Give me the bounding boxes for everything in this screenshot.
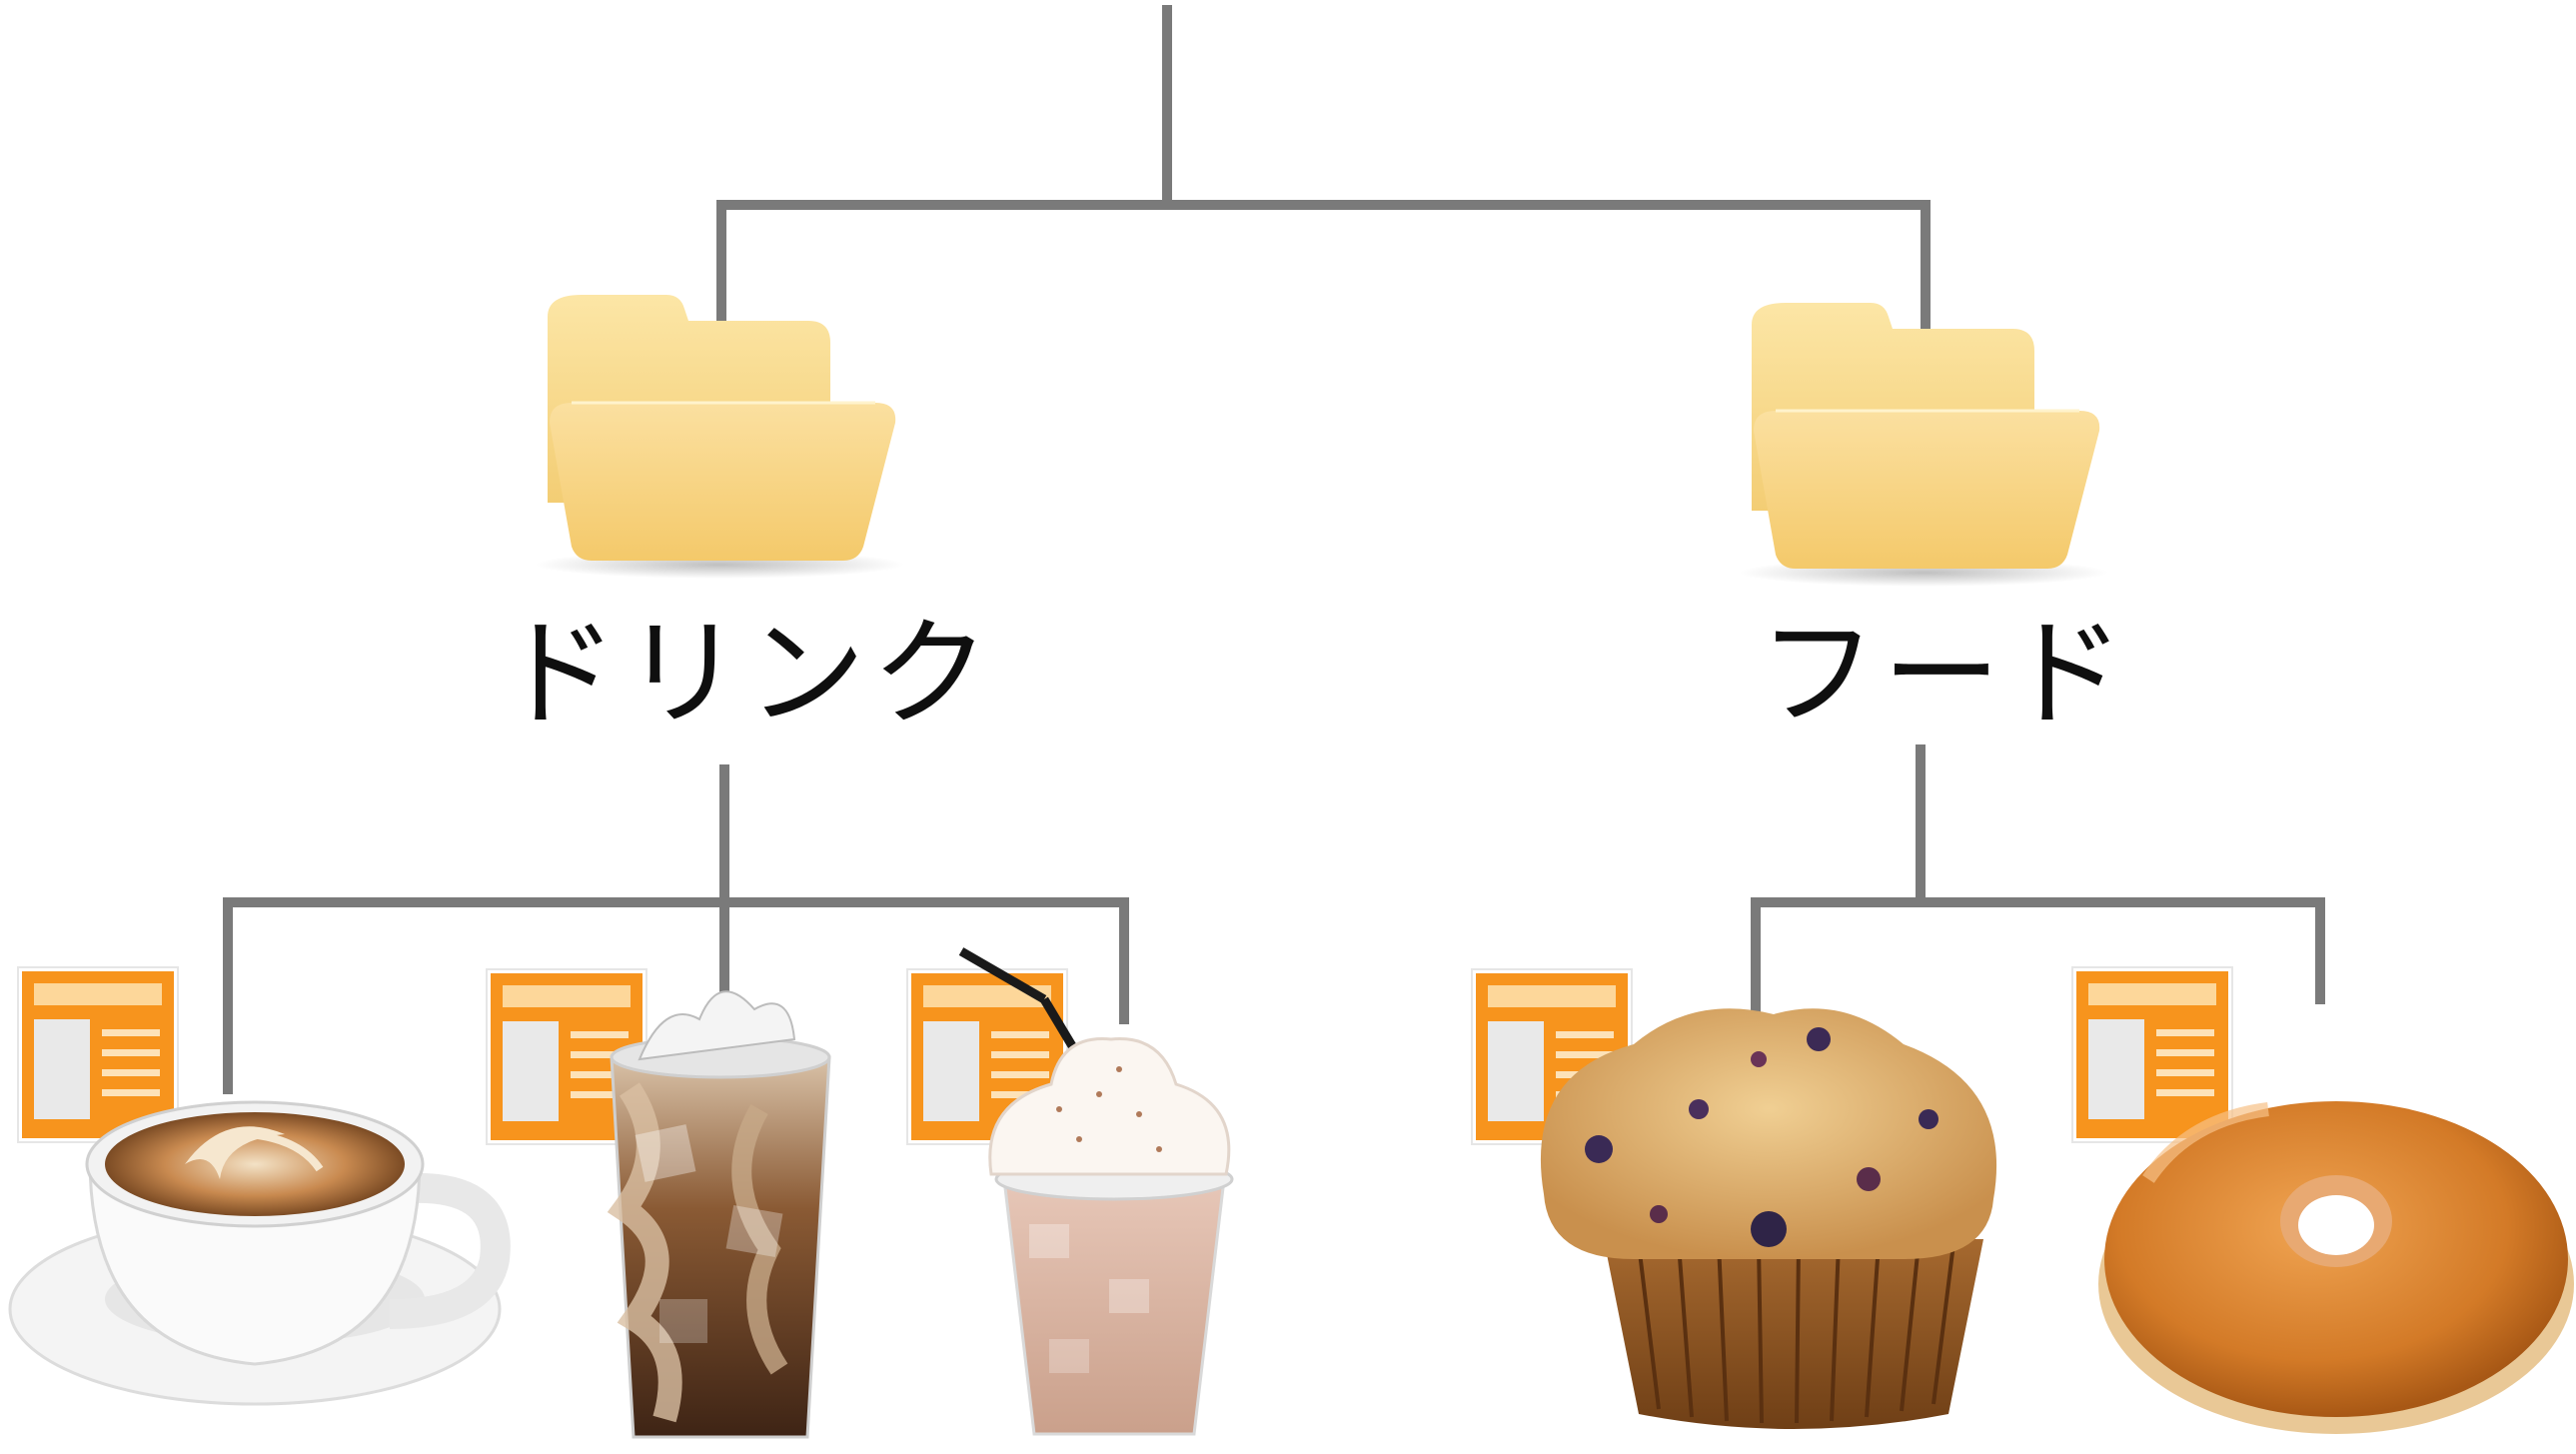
- folder-open-icon[interactable]: [535, 295, 904, 579]
- drink-items-connector: [223, 897, 1129, 1094]
- blueberry-muffin-image: [1540, 1008, 1997, 1429]
- glazed-donut-image: [2098, 1101, 2574, 1434]
- connectors: [223, 5, 2325, 1094]
- latte-cup-image: [8, 1100, 511, 1406]
- category-connector: [716, 200, 1931, 335]
- category-label-drink: ドリンク: [500, 605, 996, 742]
- folder-open-icon[interactable]: [1739, 303, 2108, 587]
- document-icon[interactable]: [17, 966, 179, 1143]
- food-items-connector: [1751, 897, 2325, 1054]
- frappe-cup-image: [958, 947, 1234, 1436]
- iced-coffee-image: [607, 990, 831, 1439]
- category-label-food: フード: [1759, 605, 2131, 742]
- document-icon[interactable]: [2071, 966, 2233, 1143]
